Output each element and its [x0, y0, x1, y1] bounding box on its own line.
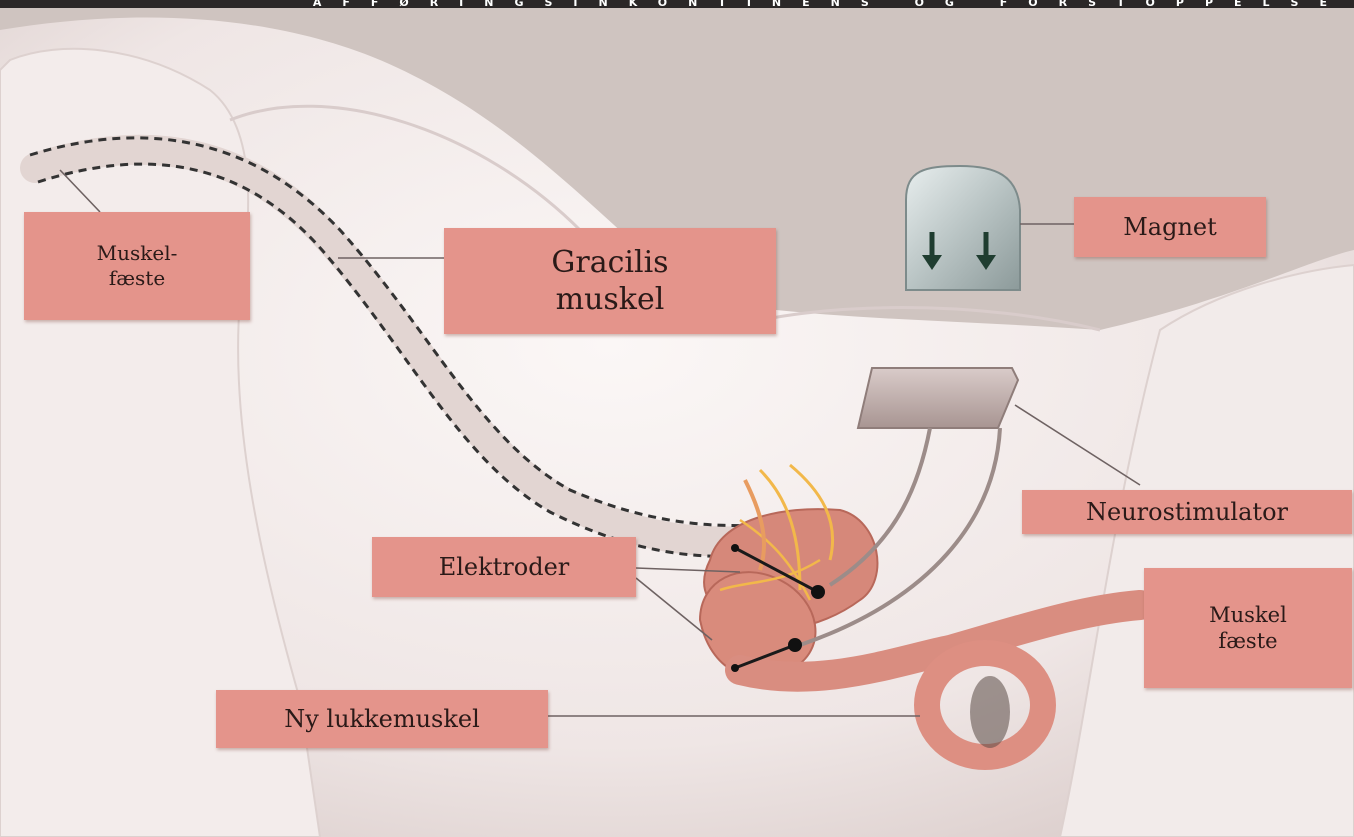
anatomy-illustration — [0, 8, 1354, 837]
label-neurostimulator: Neurostimulator — [1022, 490, 1352, 534]
label-muskelfaeste-left: Muskel- fæste — [24, 212, 250, 320]
label-muskelfaeste-right: Muskel fæste — [1144, 568, 1352, 688]
label-magnet: Magnet — [1074, 197, 1266, 257]
header-title: AFFØRINGSINKONTINENS OG FORSTOPPELSE — [313, 0, 1348, 8]
label-ny-lukkemuskel: Ny lukkemuskel — [216, 690, 548, 748]
magnet-device — [906, 166, 1020, 290]
label-elektroder: Elektroder — [372, 537, 636, 597]
label-gracilis-muskel: Gracilis muskel — [444, 228, 776, 334]
header-bar: AFFØRINGSINKONTINENS OG FORSTOPPELSE — [0, 0, 1354, 8]
